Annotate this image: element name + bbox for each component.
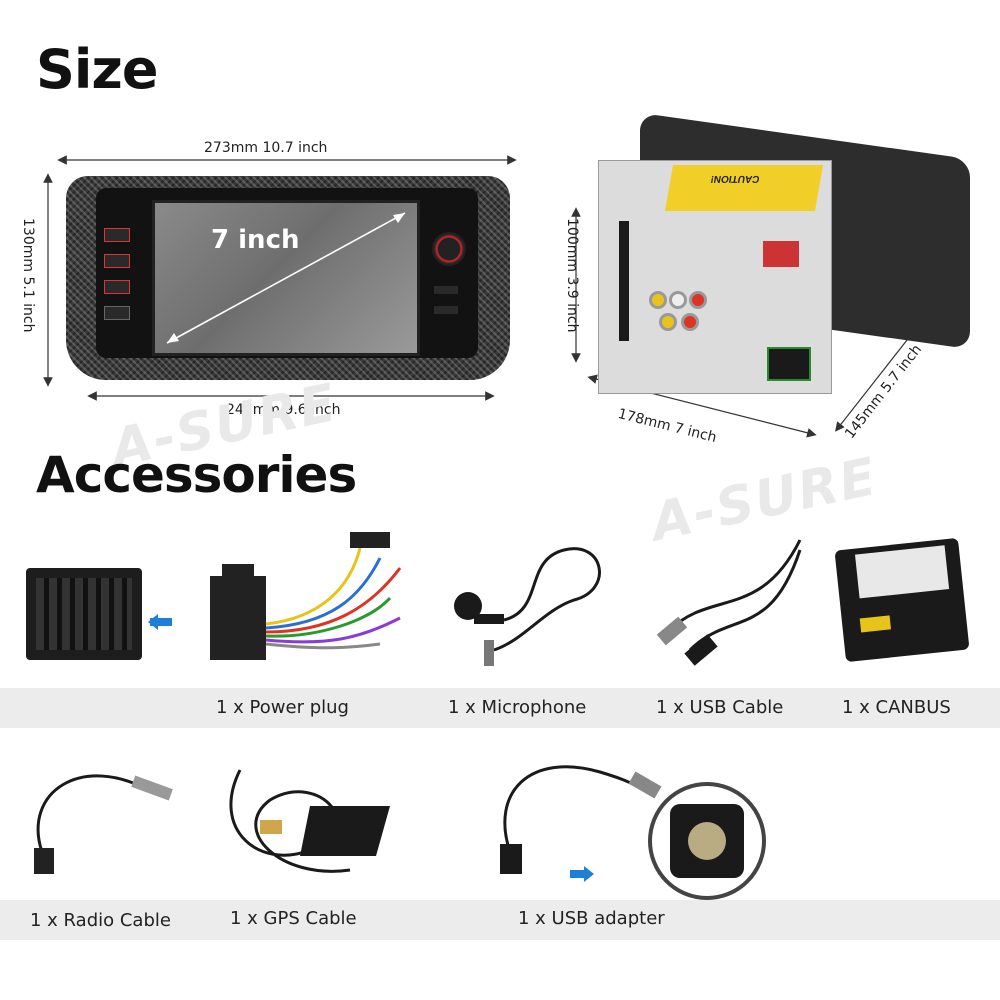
bezel-button: [104, 254, 130, 268]
front-width-top-label: 273mm 10.7 inch: [204, 140, 328, 156]
usb-cable-image: [656, 539, 802, 666]
microphone-image: [454, 547, 601, 666]
arrow-right-icon: [570, 870, 584, 878]
usb-adapter-closeup: [648, 782, 766, 900]
arrow-left-icon: [148, 614, 158, 630]
iso-connector-image: [26, 568, 142, 660]
caption-band-row2: [0, 900, 1000, 940]
arrow-left-icon: [150, 618, 172, 626]
caption-gps-cable: 1 x GPS Cable: [230, 908, 357, 929]
info-sticker: [763, 241, 799, 267]
usb-adapter-cable-image: [500, 765, 662, 874]
caption-power-plug: 1 x Power plug: [216, 697, 349, 718]
power-plug-image: [210, 532, 402, 660]
caption-usb-cable: 1 x USB Cable: [656, 697, 784, 718]
caption-canbus: 1 x CANBUS: [842, 697, 951, 718]
gps-card-slot: [434, 306, 458, 314]
caption-band-row1: [0, 688, 1000, 728]
rca-jack: [649, 291, 667, 309]
radio-cable-image: [34, 774, 173, 874]
wire-connector: [767, 347, 811, 381]
sd-card-slot: [104, 306, 130, 320]
bezel-button: [104, 228, 130, 242]
canbus-box-image: [834, 537, 970, 663]
rca-jack: [689, 291, 707, 309]
bezel-button: [434, 286, 458, 294]
volume-knob: [432, 232, 466, 266]
rear-height-label: 100mm 3.9 inch: [564, 218, 580, 333]
bezel-button: [104, 280, 130, 294]
head-unit-front-frame: 7 inch: [66, 176, 510, 380]
rca-jack: [659, 313, 677, 331]
caption-microphone: 1 x Microphone: [448, 697, 587, 718]
caution-label: CAUTION!: [664, 165, 824, 211]
head-unit-bezel: 7 inch: [96, 188, 478, 358]
caption-usb-adapter: 1 x USB adapter: [518, 908, 665, 929]
caption-radio-cable: 1 x Radio Cable: [30, 910, 171, 931]
screen-size-label: 7 inch: [211, 225, 300, 255]
screen-diagonal-arrow: [166, 212, 406, 344]
rca-jack: [669, 291, 687, 309]
caution-text: CAUTION!: [709, 173, 761, 184]
screen: 7 inch: [152, 200, 420, 356]
rca-jack: [681, 313, 699, 331]
front-height-label: 130mm 5.1 inch: [20, 218, 36, 333]
size-heading: Size: [36, 38, 158, 101]
arrow-right-icon: [584, 866, 594, 882]
head-unit-chassis: CAUTION!: [598, 160, 832, 394]
accessories-heading: Accessories: [36, 446, 357, 504]
gps-cable-image: [229, 769, 390, 873]
cable-bundle: [619, 221, 629, 341]
front-width-bottom-label: 245mm 9.6 inch: [226, 402, 341, 418]
